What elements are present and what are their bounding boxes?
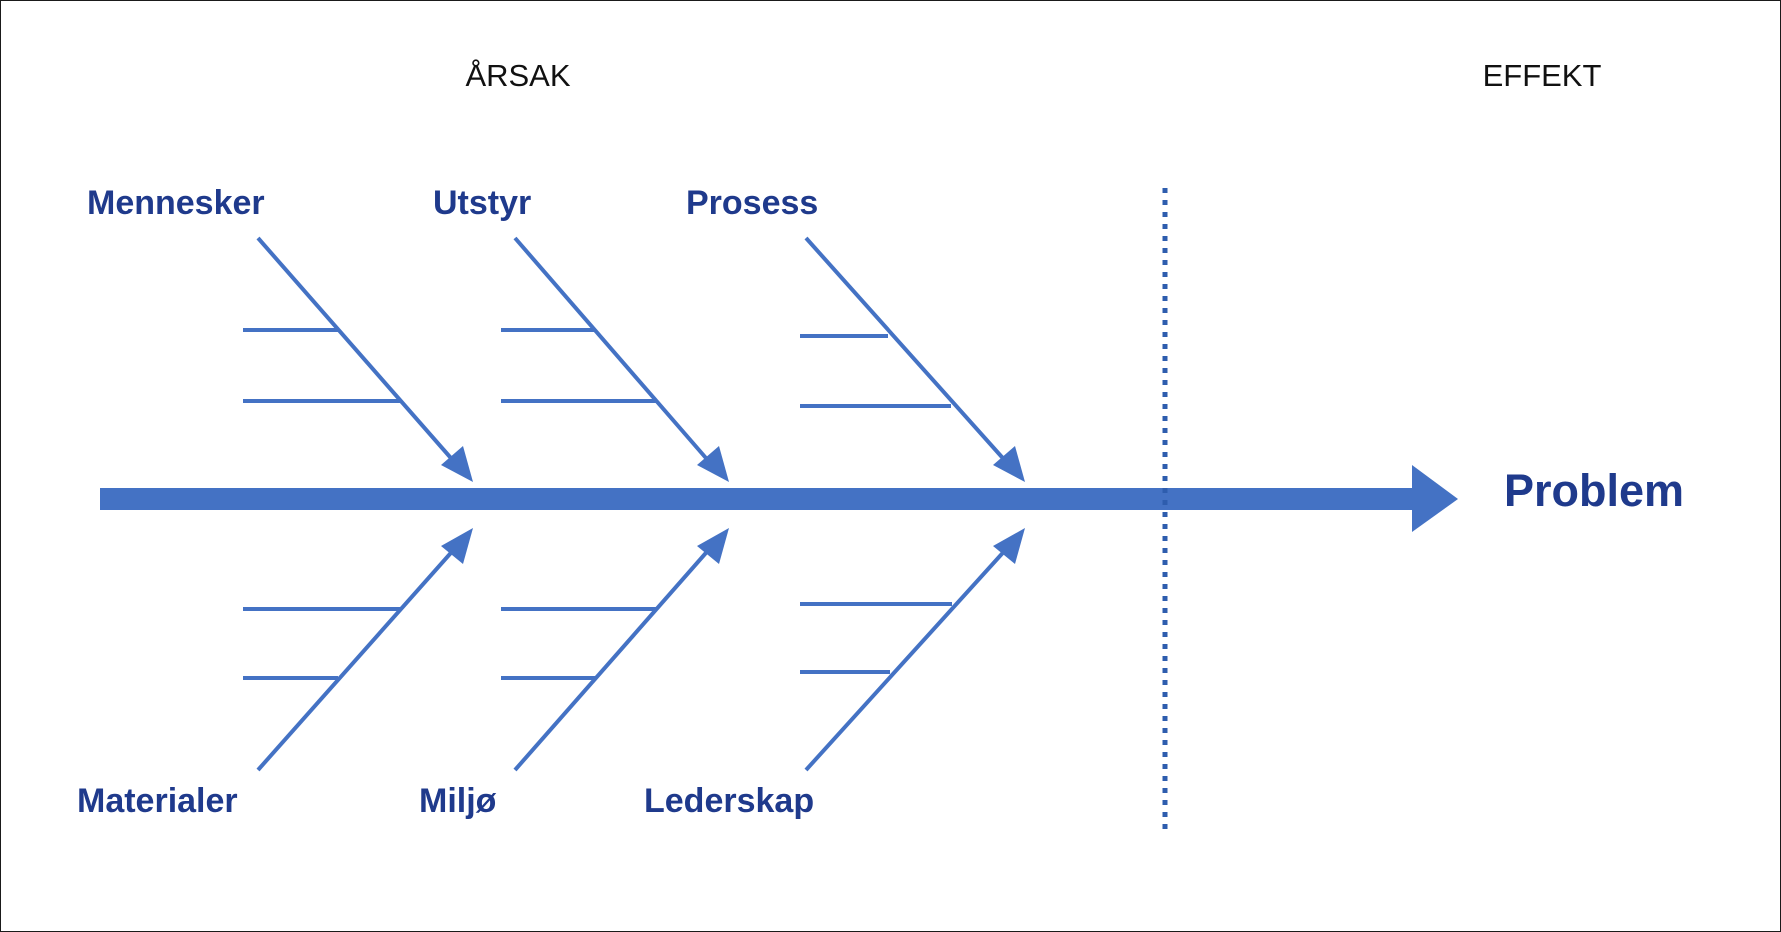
cause-label-miljo: Miljø	[419, 782, 497, 820]
spine-line	[100, 488, 1418, 510]
effect-label: Problem	[1504, 465, 1684, 516]
spine-arrowhead	[1412, 465, 1458, 532]
bone-top-2	[501, 236, 729, 482]
bone-bottom-2	[501, 528, 729, 772]
cause-label-mennesker: Mennesker	[87, 184, 265, 222]
bone-bottom-1	[243, 528, 473, 772]
cause-label-prosess: Prosess	[686, 184, 818, 222]
bone-top-3	[800, 236, 1025, 482]
effect-header: EFFEKT	[1483, 58, 1602, 93]
cause-label-lederskap: Lederskap	[644, 782, 814, 820]
cause-header: ÅRSAK	[465, 58, 570, 93]
bone-top-1	[243, 236, 473, 482]
cause-label-utstyr: Utstyr	[433, 184, 531, 222]
bone-bottom-3	[800, 528, 1025, 772]
cause-label-materialer: Materialer	[77, 782, 238, 820]
